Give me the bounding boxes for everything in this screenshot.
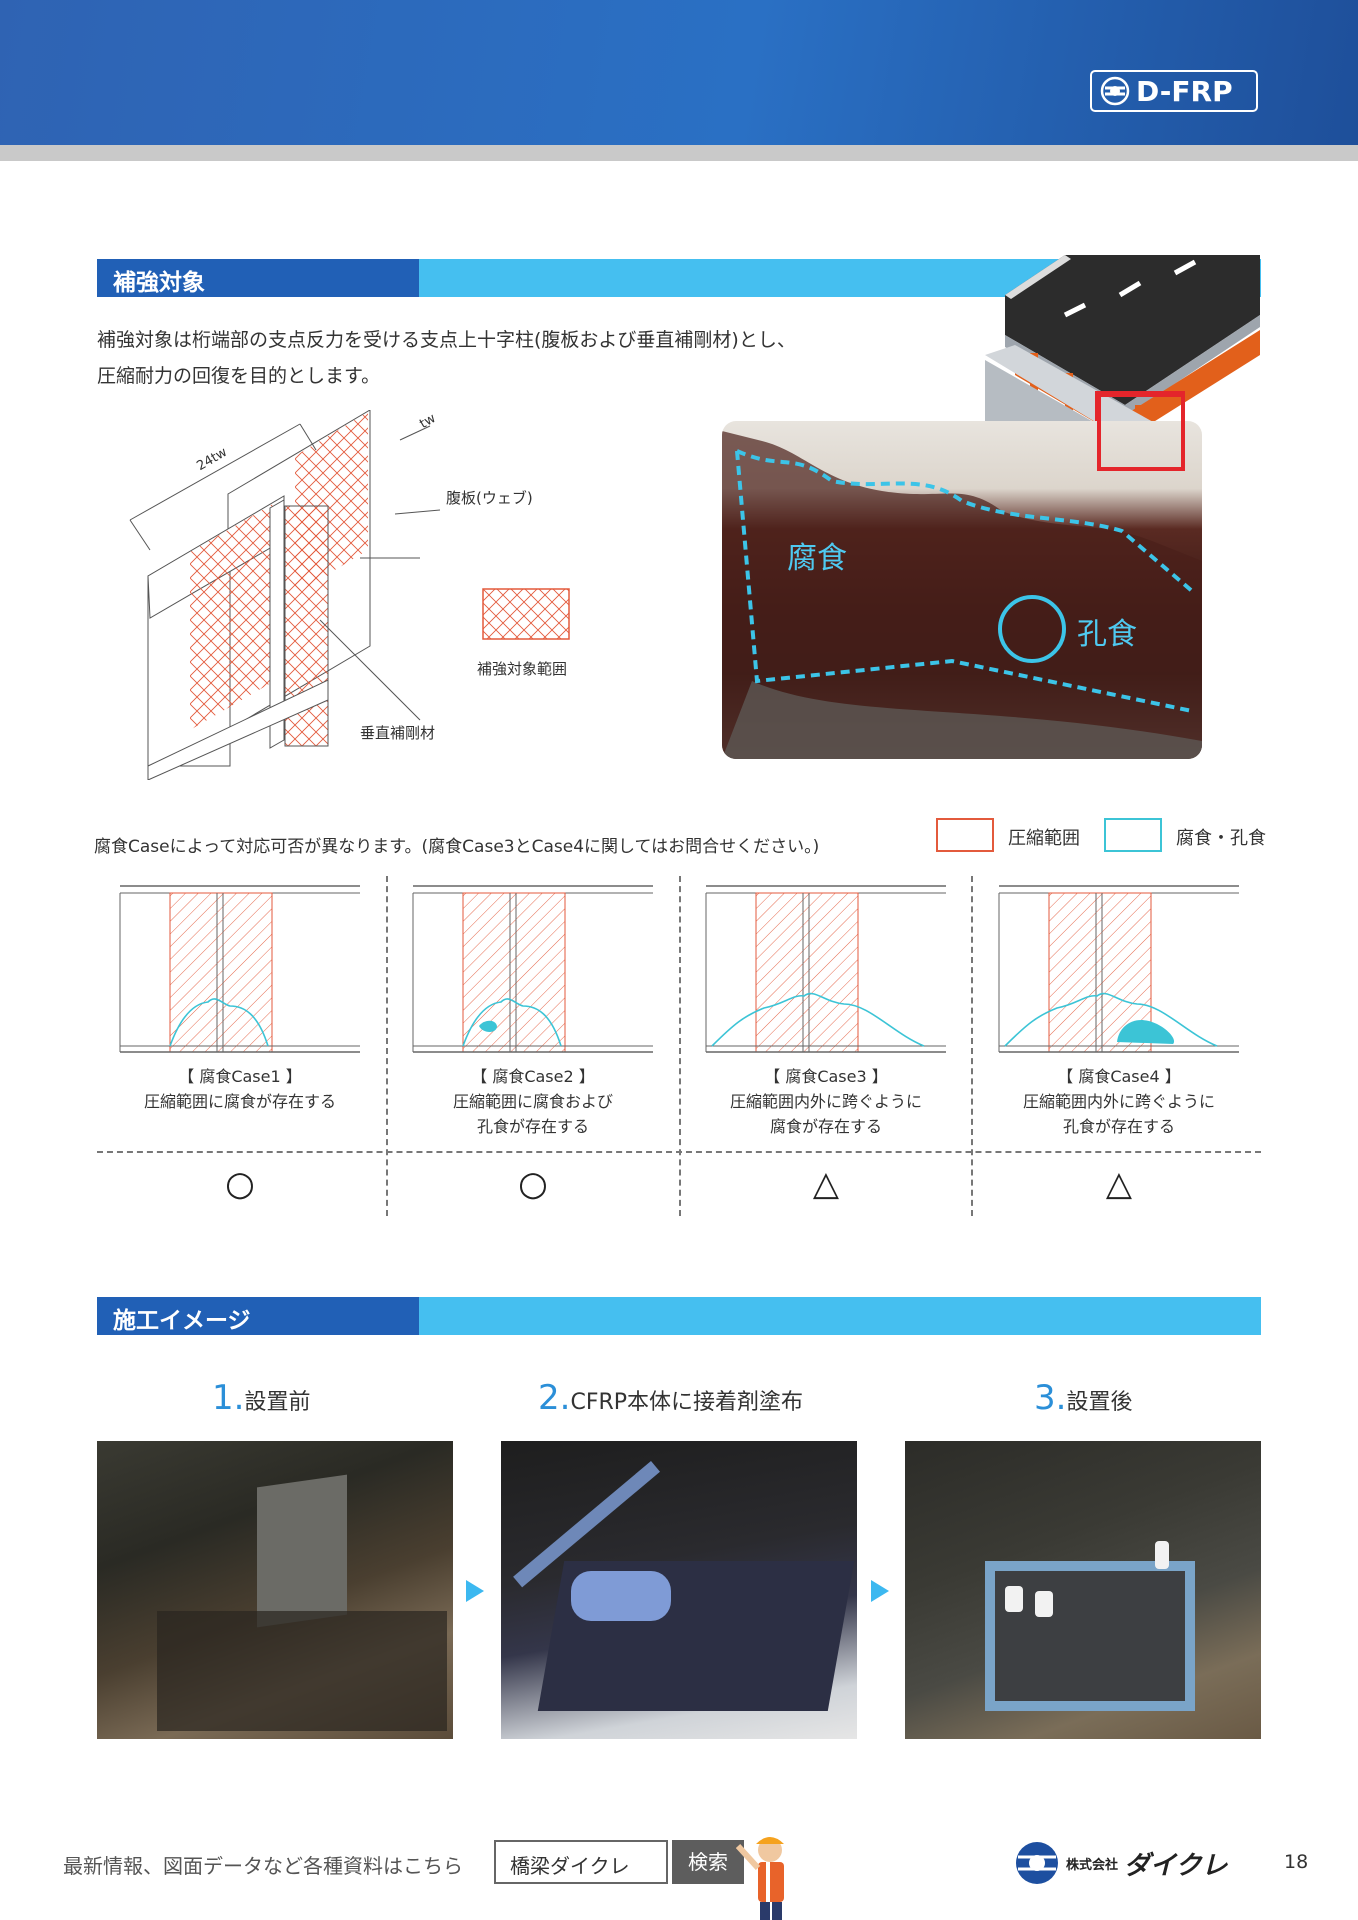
search-button[interactable]: 検索 — [672, 1840, 744, 1884]
stiffener-label: 垂直補剛材 — [360, 724, 436, 742]
intro-text: 補強対象は桁端部の支点反力を受ける支点上十字柱(腹板および垂直補剛材)とし、 圧… — [97, 322, 997, 394]
company-name: ダイクレ — [1124, 1850, 1228, 1881]
legend-corrosion-label: 腐食・孔食 — [1176, 828, 1266, 849]
company-logo: 株式会社 ダイクレ — [1014, 1840, 1228, 1886]
case1-diagram — [119, 885, 360, 1053]
case3-desc: 圧縮範囲内外に跨ぐように — [729, 1092, 922, 1111]
corrosion-photo: 腐食 孔食 — [722, 421, 1202, 759]
dfrp-logo-icon — [1100, 76, 1130, 106]
case-divider — [679, 876, 681, 1216]
bridge-highlight-box — [1097, 393, 1185, 471]
case4-mark: △ — [1105, 1164, 1133, 1204]
step3-title: 3.設置後 — [1034, 1378, 1132, 1418]
logo-text: D-FRP — [1136, 74, 1233, 108]
dfrp-logo: D-FRP — [1090, 70, 1258, 112]
intro-line-2: 圧縮耐力の回復を目的とします。 — [97, 365, 381, 387]
page-header — [0, 0, 1358, 145]
case4-desc: 孔食が存在する — [1062, 1117, 1175, 1136]
case3-diagram — [705, 885, 946, 1053]
step2-number: 2. — [538, 1378, 571, 1418]
step2-label: CFRP本体に接着剤塗布 — [570, 1390, 804, 1415]
case3-label: 【 腐食Case3 】 圧縮範囲内外に跨ぐように 腐食が存在する — [706, 1064, 946, 1139]
step3-photo — [905, 1441, 1261, 1739]
company-logo-icon — [1016, 1842, 1058, 1884]
step1-number: 1. — [212, 1378, 245, 1418]
step1-label: 設置前 — [244, 1390, 311, 1415]
corrosion-label: 腐食 — [787, 541, 847, 576]
header-stripe — [0, 145, 1358, 161]
pitting-label: 孔食 — [1077, 617, 1137, 652]
case1-title: 【 腐食Case1 】 — [178, 1067, 302, 1086]
case1-desc: 圧縮範囲に腐食が存在する — [143, 1092, 336, 1111]
web-label: 腹板(ウェブ) — [446, 489, 533, 507]
arrow-right-icon — [466, 1580, 484, 1602]
cruciform-diagram — [129, 410, 441, 780]
intro-line-1: 補強対象は桁端部の支点反力を受ける支点上十字柱(腹板および垂直補剛材)とし、 — [97, 329, 796, 351]
case4-label: 【 腐食Case4 】 圧縮範囲内外に跨ぐように 孔食が存在する — [999, 1064, 1239, 1139]
legend-compression-swatch — [936, 818, 994, 852]
legend-compression-label: 圧縮範囲 — [1008, 828, 1080, 849]
case2-desc: 圧縮範囲に腐食および — [452, 1092, 613, 1111]
case2-diagram — [412, 885, 653, 1053]
case-note: 腐食Caseによって対応可否が異なります。(腐食Case3とCase4に関しては… — [94, 837, 820, 857]
case2-title: 【 腐食Case2 】 — [471, 1067, 595, 1086]
page-number: 18 — [1284, 1851, 1309, 1873]
range-label: 補強対象範囲 — [477, 660, 568, 678]
case3-title: 【 腐食Case3 】 — [764, 1067, 888, 1086]
step3-number: 3. — [1034, 1378, 1067, 1418]
case4-title: 【 腐食Case4 】 — [1057, 1067, 1181, 1086]
case3-desc: 腐食が存在する — [769, 1117, 882, 1136]
step1-photo — [97, 1441, 453, 1739]
step2-title: 2.CFRP本体に接着剤塗布 — [538, 1378, 803, 1418]
company-prefix: 株式会社 — [1066, 1857, 1119, 1873]
range-swatch — [482, 588, 570, 640]
case-diagrams — [119, 885, 1239, 1053]
legend-corrosion-swatch — [1104, 818, 1162, 852]
step2-photo — [501, 1441, 857, 1739]
case-divider — [971, 876, 973, 1216]
step3-label: 設置後 — [1066, 1390, 1133, 1415]
case1-label: 【 腐食Case1 】 圧縮範囲に腐食が存在する — [120, 1064, 360, 1114]
case-divider — [386, 876, 388, 1216]
search-input[interactable]: 橋梁ダイクレ — [494, 1840, 668, 1884]
step1-title: 1.設置前 — [212, 1378, 310, 1418]
section-title: 補強対象 — [113, 270, 205, 296]
footer-text: 最新情報、図面データなど各種資料はこちら — [63, 1854, 463, 1878]
case4-desc: 圧縮範囲内外に跨ぐように — [1022, 1092, 1215, 1111]
case2-label: 【 腐食Case2 】 圧縮範囲に腐食および 孔食が存在する — [413, 1064, 653, 1139]
section-title: 施工イメージ — [113, 1308, 251, 1334]
arrow-right-icon — [871, 1580, 889, 1602]
case1-mark: ○ — [225, 1164, 255, 1204]
worker-figure — [736, 1837, 784, 1920]
section-bar-construction: 施工イメージ — [97, 1297, 1261, 1335]
case2-desc: 孔食が存在する — [476, 1117, 589, 1136]
case2-mark: ○ — [518, 1164, 548, 1204]
case-horizontal-divider — [97, 1151, 1261, 1153]
case3-mark: △ — [812, 1164, 840, 1204]
case4-diagram — [998, 885, 1239, 1053]
